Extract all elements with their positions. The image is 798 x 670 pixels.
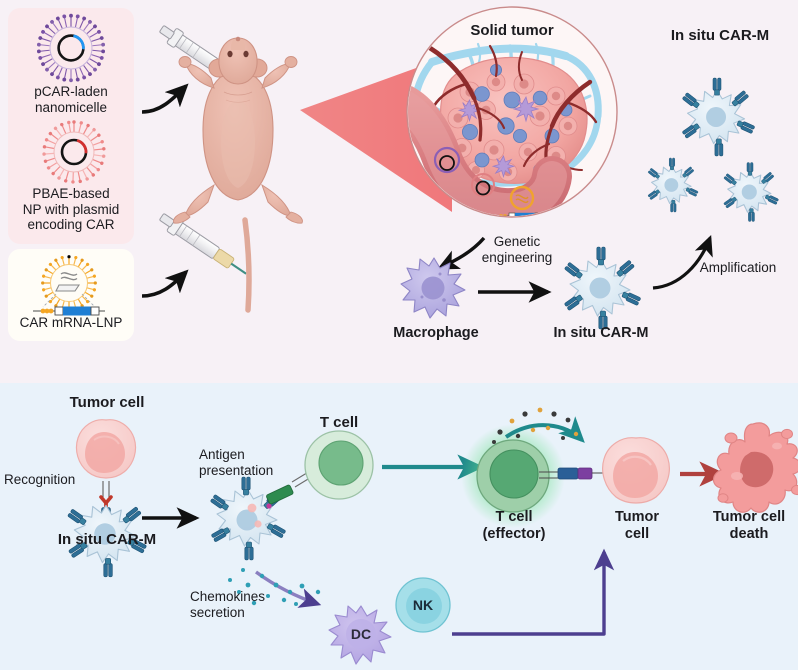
label-macrophage: Macrophage <box>393 325 479 341</box>
label-genetic-engineering: Genetic engineering <box>481 234 553 265</box>
label-in-situ-car-m-cluster: In situ CAR-M <box>670 27 770 44</box>
label-t-cell-effector: T cell (effector) <box>482 509 546 542</box>
label-in-situ-car-m-bottom: In situ CAR-M <box>57 531 157 548</box>
label-tumor-cell-target: Tumor cell <box>614 509 660 542</box>
label-in-situ-car-m-top: In situ CAR-M <box>553 325 649 341</box>
label-solid-tumor: Solid tumor <box>470 22 554 39</box>
label-dc: DC <box>350 626 372 642</box>
label-mrna-lnp: CAR mRNA-LNP <box>19 315 123 330</box>
label-chemokines-secretion: Chemokines secretion <box>190 589 266 620</box>
label-t-cell: T cell <box>319 414 359 431</box>
label-antigen-presentation: Antigen presentation <box>199 447 274 478</box>
label-nanomicelle: pCAR-laden nanomicelle <box>34 84 108 115</box>
label-tumor-cell: Tumor cell <box>69 394 145 411</box>
label-amplification: Amplification <box>699 260 777 275</box>
label-tumor-cell-death: Tumor cell death <box>712 509 786 542</box>
label-nk: NK <box>412 597 434 613</box>
label-recognition: Recognition <box>4 472 76 487</box>
label-pbae-np: PBAE-based NP with plasmid encoding CAR <box>22 186 120 233</box>
